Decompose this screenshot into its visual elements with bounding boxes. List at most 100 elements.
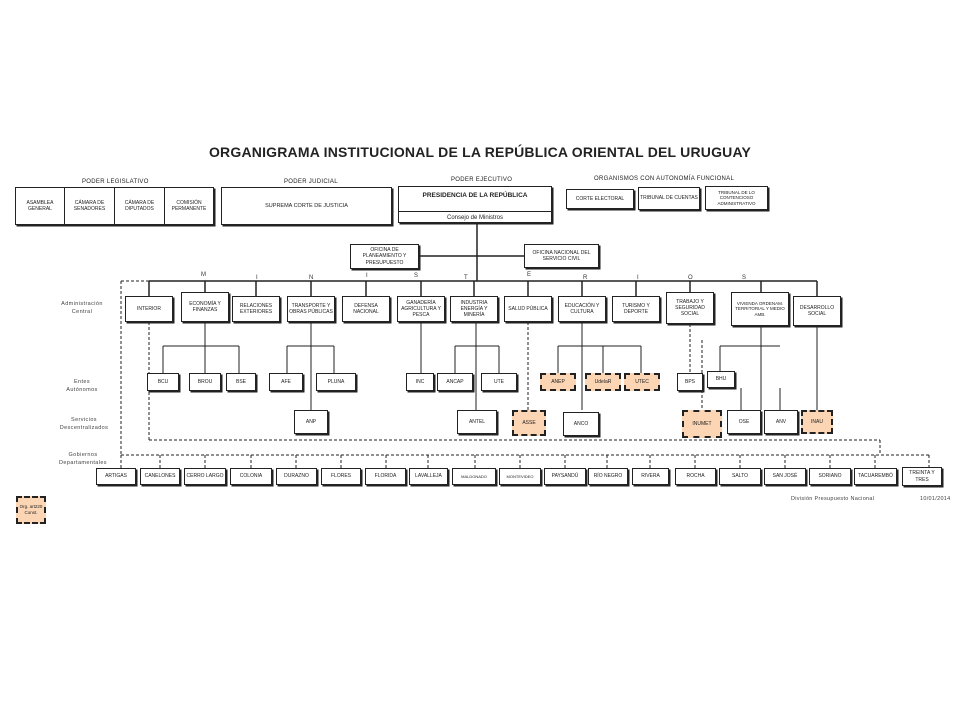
ministerio-label: VIVIENDA ORDENAM. TERRITORIAL Y MEDIO AM… [735, 300, 785, 317]
departamento-label: TREINTA Y TRES [909, 470, 935, 483]
servicio-label: ANV [775, 418, 787, 425]
header-poder-legislativo: PODER LEGISLATIVO [82, 179, 149, 185]
camara-diputados-label: CÁMARA DE DIPUTADOS [124, 199, 155, 212]
ministerio-label: RELACIONES EXTERIORES [239, 302, 273, 315]
ministerio-economia: ECONOMÍA Y FINANZAS [181, 292, 229, 322]
opp-box: OFICINA DE PLANEAMIENTO Y PRESUPUESTO [350, 244, 419, 269]
ente-inc: INC [406, 373, 434, 391]
ministerio-label: GANADERÍA AGRICULTURA Y PESCA [401, 299, 441, 319]
ente-label: ANEP [551, 378, 565, 385]
servicio-label: ANCO [573, 420, 589, 427]
ente-ancap: ANCAP [437, 373, 473, 391]
ministerio-vivienda: VIVIENDA ORDENAM. TERRITORIAL Y MEDIO AM… [731, 292, 789, 326]
ministerio-label: TRABAJO Y SEGURIDAD SOCIAL [675, 298, 705, 318]
ministerios-letter: I [637, 275, 639, 281]
departamento-montevideo: MONTEVIDEO [499, 468, 541, 485]
ministerios-letter: M [201, 272, 206, 278]
ministerios-letter: I [366, 273, 368, 279]
ente-label: BROU [197, 378, 213, 385]
departamento-flores: FLORES [321, 468, 361, 485]
ente-afe: AFE [269, 373, 303, 391]
camara-diputados-box: CÁMARA DE DIPUTADOS [114, 188, 164, 224]
departamento-label: SAN JOSÉ [772, 473, 798, 480]
ministerios-letter: E [527, 272, 532, 278]
opp-label: OFICINA DE PLANEAMIENTO Y PRESUPUESTO [362, 247, 407, 266]
ente-label: BSE [235, 378, 246, 385]
departamento-paysandu: PAYSANDÚ [544, 468, 586, 485]
ente-anep: ANEP [540, 373, 576, 391]
ministerio-desarrollo-social: DESARROLLO SOCIAL [793, 296, 841, 326]
departamento-treinta-y-tres: TREINTA Y TRES [902, 467, 942, 486]
label-servicios-descentralizados: Servicios Descentralizados [59, 417, 109, 432]
ente-bhu: BHU [707, 371, 735, 388]
departamento-label: DURAZNO [284, 473, 309, 480]
ministerio-label: EDUCACIÓN Y CULTURA [564, 302, 600, 315]
ente-brou: BROU [189, 373, 221, 391]
departamento-label: SORIANO [818, 473, 842, 480]
tribunal-cuentas-box: TRIBUNAL DE CUENTAS [638, 187, 700, 210]
servicio-inau: INAU [801, 410, 833, 434]
departamento-tacuarembo: TACUAREMBÓ [854, 468, 897, 485]
departamento-label: TACUAREMBÓ [858, 473, 893, 480]
ente-label: AFE [281, 378, 291, 385]
departamento-lavalleja: LAVALLEJA [409, 468, 448, 485]
legend-org-art220: Org. art220 Const. [16, 496, 46, 524]
servicio-asse: ASSE [512, 410, 546, 436]
departamento-label: FLORES [330, 473, 351, 480]
ente-ute: UTE [481, 373, 517, 391]
header-autonomia-funcional: ORGANISMOS CON AUTONOMÍA FUNCIONAL [594, 176, 735, 182]
legislativo-group [15, 187, 214, 225]
ministerio-label: DEFENSA NACIONAL [353, 302, 379, 315]
departamento-label: PAYSANDÚ [551, 473, 579, 480]
suprema-corte-label: SUPREMA CORTE DE JUSTICIA [265, 202, 348, 209]
presidencia-label: PRESIDENCIA DE LA REPÚBLICA [422, 192, 528, 199]
ministerios-letter: I [256, 275, 258, 281]
ministerio-ganaderia: GANADERÍA AGRICULTURA Y PESCA [397, 296, 445, 322]
departamento-label: CERRO LARGO [186, 473, 224, 480]
servicio-label: ANTEL [468, 418, 486, 425]
ministerio-industria: INDUSTRIA ENERGÍA Y MINERÍA [450, 296, 498, 322]
ministerio-interior: INTERIOR [125, 296, 173, 322]
ente-label: UdelaR [594, 378, 612, 385]
departamento-rio-negro: RÍO NEGRO [588, 468, 628, 485]
ente-udelar: UdelaR [585, 373, 621, 391]
ministerio-educacion: EDUCACIÓN Y CULTURA [558, 296, 606, 322]
ministerio-label: INDUSTRIA ENERGÍA Y MINERÍA [460, 299, 488, 319]
ente-label: BPS [684, 378, 695, 385]
page-title: ORGANIGRAMA INSTITUCIONAL DE LA REPÚBLIC… [208, 144, 752, 160]
departamento-soriano: SORIANO [809, 468, 851, 485]
presidencia-group [398, 186, 552, 223]
ente-label: BCU [157, 378, 169, 385]
servicio-antel: ANTEL [457, 410, 497, 434]
ministerio-turismo: TURISMO Y DEPORTE [612, 296, 660, 322]
ministerio-label: ECONOMÍA Y FINANZAS [189, 300, 221, 313]
departamento-florida: FLORIDA [365, 468, 406, 485]
departamento-label: RÍO NEGRO [593, 473, 623, 480]
ente-label: BHU [715, 376, 727, 383]
servicio-label: INUMET [692, 420, 712, 427]
departamento-artigas: ARTIGAS [96, 468, 136, 485]
tribunal-cuentas-label: TRIBUNAL DE CUENTAS [640, 195, 698, 202]
ministerio-label: INTERIOR [137, 305, 161, 312]
comision-permanente-label: COMISIÓN PERMANENTE [171, 199, 207, 212]
departamento-rivera: RIVERA [632, 468, 669, 485]
ente-bps: BPS [677, 373, 703, 391]
ministerios-letter: R [583, 275, 588, 281]
ente-pluna: PLUNA [316, 373, 356, 391]
ministerio-relaciones-exteriores: RELACIONES EXTERIORES [232, 296, 280, 322]
departamento-label: ARTIGAS [105, 473, 127, 480]
servicio-label: INAU [811, 418, 823, 425]
departamento-durazno: DURAZNO [276, 468, 317, 485]
ministerios-letter: S [742, 275, 747, 281]
comision-permanente-box: COMISIÓN PERMANENTE [164, 188, 213, 224]
ente-utec: UTEC [624, 373, 660, 391]
departamento-label: MALDONADO [461, 474, 487, 479]
ministerio-label: TRANSPORTE Y OBRAS PÚBLICAS [289, 302, 333, 315]
departamento-label: FLORIDA [374, 473, 397, 480]
corte-electoral-label: CORTE ELECTORAL [575, 195, 625, 202]
ministerio-label: DESARROLLO SOCIAL [799, 304, 835, 317]
label-administracion-central: Administración Central [61, 301, 103, 316]
camara-senadores-box: CÁMARA DE SENADORES [64, 188, 114, 224]
departamento-label: RIVERA [641, 473, 660, 480]
